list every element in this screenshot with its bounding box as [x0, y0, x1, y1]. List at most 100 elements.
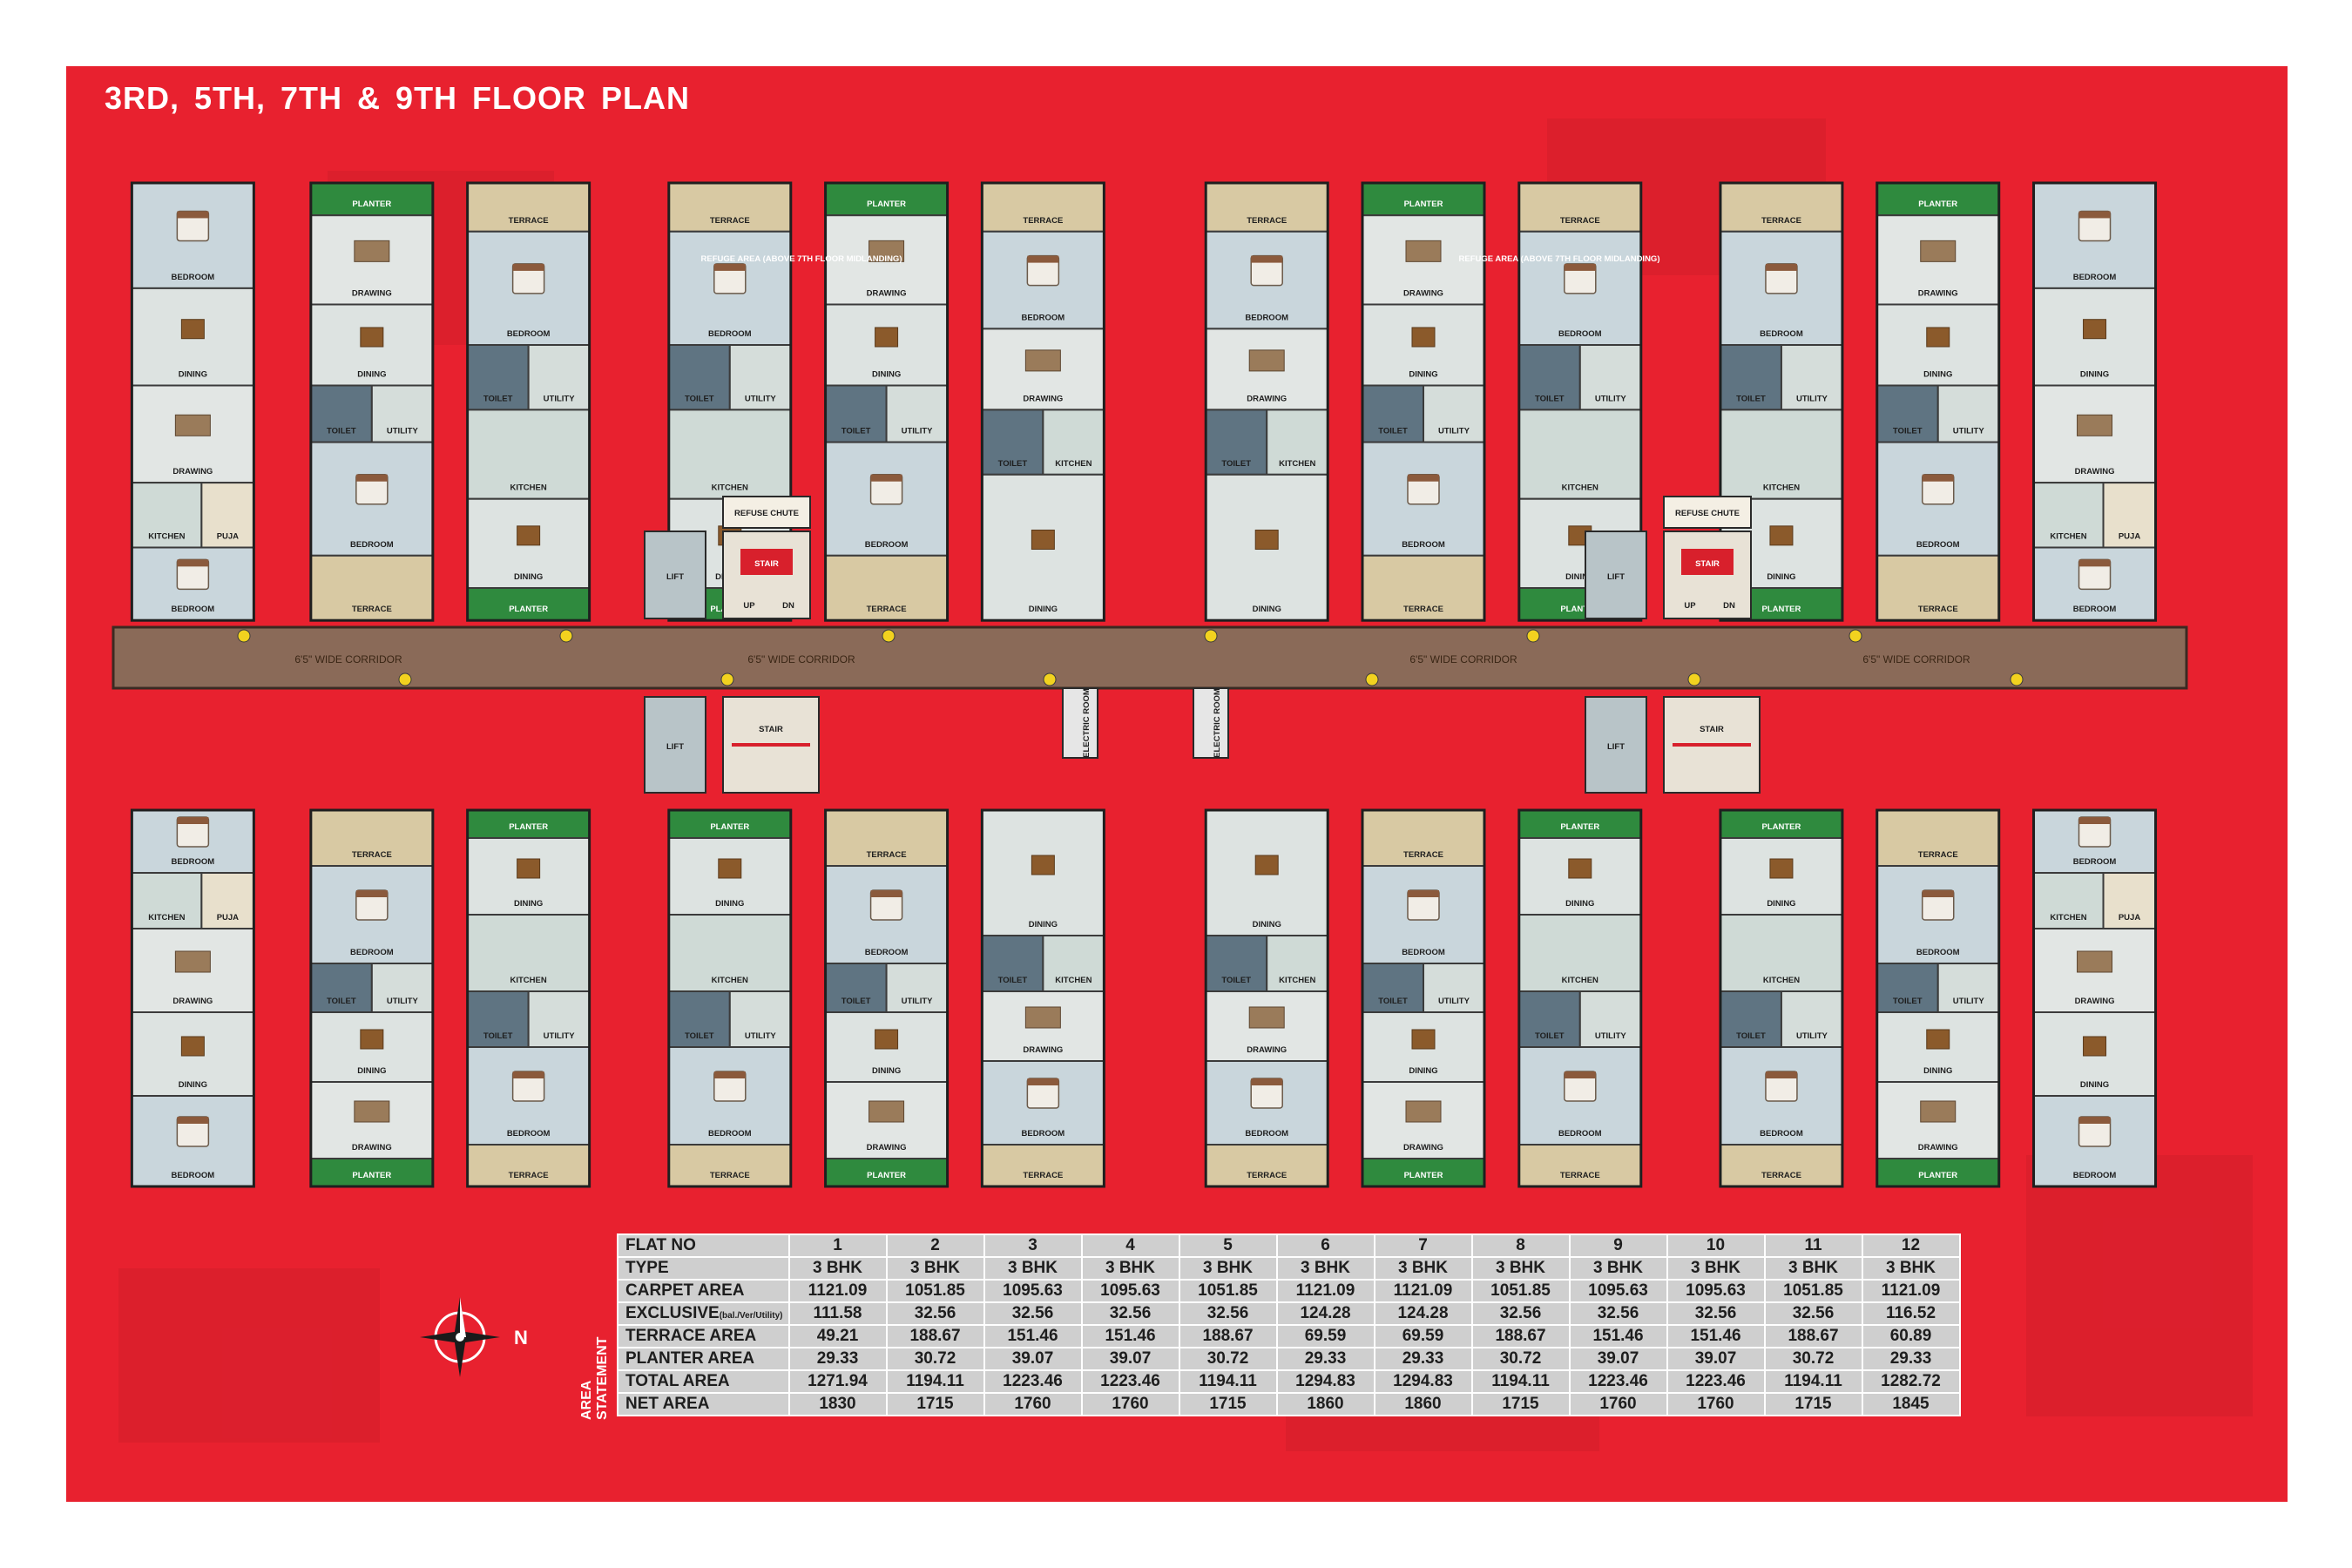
- utility-label: UTILITY: [1796, 394, 1828, 403]
- dining-table-icon: [360, 1029, 384, 1050]
- bedroom-label: BEDROOM: [708, 1129, 752, 1139]
- area-row-label-text: TERRACE AREA: [625, 1327, 757, 1345]
- area-cell: 69.59: [1373, 1324, 1473, 1348]
- kitchen-label: KITCHEN: [148, 532, 185, 542]
- dining-table-icon: [1411, 327, 1436, 348]
- terrace-label: TERRACE: [352, 605, 392, 614]
- terrace-room: [1719, 182, 1843, 233]
- dining-label: DINING: [2080, 1080, 2109, 1090]
- dining-label: DINING: [357, 370, 386, 380]
- drawing-label: DRAWING: [1247, 394, 1287, 403]
- headboard-icon: [355, 890, 388, 897]
- area-row-label-text: FLAT NO: [625, 1236, 696, 1254]
- terrace-label: TERRACE: [509, 1171, 549, 1180]
- drawing-label: DRAWING: [172, 997, 213, 1006]
- utility-room: [527, 990, 591, 1048]
- flat-number-marker: [2010, 672, 2024, 686]
- dining-label: DINING: [1409, 370, 1437, 380]
- bedroom-label: BEDROOM: [865, 948, 909, 957]
- area-row-label: TYPE: [617, 1256, 790, 1281]
- utility-label: UTILITY: [745, 394, 777, 403]
- toilet-label: TOILET: [327, 427, 356, 436]
- area-cell: 1223.46: [1568, 1369, 1668, 1394]
- sofa-icon: [354, 240, 390, 262]
- drawing-label: DRAWING: [2075, 997, 2115, 1006]
- kitchen-label: KITCHEN: [510, 976, 547, 985]
- toilet-room: [309, 384, 373, 443]
- bedroom-label: BEDROOM: [507, 1129, 551, 1139]
- corridor-label: 6'5" WIDE CORRIDOR: [747, 653, 855, 666]
- bedroom-label: BEDROOM: [1022, 1129, 1065, 1139]
- dining-table-icon: [2083, 319, 2107, 340]
- lift: [644, 696, 706, 794]
- lift-label: LIFT: [1607, 742, 1625, 752]
- area-cell: 188.67: [1470, 1324, 1571, 1348]
- stair-up-label: UP: [743, 601, 755, 611]
- utility-label: UTILITY: [1595, 1031, 1627, 1041]
- area-cell: 1194.11: [1178, 1369, 1278, 1394]
- area-cell: 1121.09: [1861, 1279, 1961, 1303]
- area-row-label-text: NET AREA: [625, 1395, 710, 1413]
- sofa-icon: [174, 414, 211, 436]
- flat-number-marker: [1204, 629, 1218, 643]
- area-cell: 3 BHK: [983, 1256, 1083, 1281]
- sofa-icon: [868, 1100, 905, 1123]
- dining-table-icon: [180, 319, 205, 340]
- toilet-room: [1517, 990, 1581, 1048]
- area-cell: 1715: [1763, 1392, 1863, 1416]
- kitchen-label: KITCHEN: [1763, 483, 1800, 493]
- flat-outline: [1517, 181, 1643, 622]
- dining-label: DINING: [179, 1080, 207, 1090]
- bedroom-label: BEDROOM: [1916, 948, 1960, 957]
- bedroom-label: BEDROOM: [2073, 605, 2117, 614]
- drawing-label: DRAWING: [352, 1143, 392, 1152]
- flat-outline: [1361, 181, 1486, 622]
- area-cell: 3 BHK: [1275, 1256, 1375, 1281]
- area-cell: 29.33: [1373, 1347, 1473, 1371]
- sofa-icon: [1405, 1100, 1442, 1123]
- area-cell: 32.56: [1763, 1301, 1863, 1326]
- utility-room: [370, 384, 434, 443]
- flat-outline: [667, 181, 793, 622]
- dining-table-icon: [1568, 858, 1592, 879]
- area-cell: 3 BHK: [1080, 1256, 1180, 1281]
- headboard-icon: [1027, 255, 1059, 263]
- drawing-label: DRAWING: [1918, 1143, 1958, 1152]
- area-row-label-text: CARPET AREA: [625, 1281, 745, 1300]
- lift: [1585, 696, 1647, 794]
- toilet-label: TOILET: [1378, 997, 1408, 1006]
- area-cell: 3: [983, 1233, 1083, 1258]
- area-cell: 39.07: [1080, 1347, 1180, 1371]
- bedroom-label: BEDROOM: [1245, 1129, 1288, 1139]
- toilet-label: TOILET: [1736, 1031, 1766, 1041]
- toilet-label: TOILET: [685, 1031, 714, 1041]
- area-cell: 1095.63: [1568, 1279, 1668, 1303]
- headboard-icon: [713, 1071, 746, 1078]
- toilet-label: TOILET: [1221, 976, 1251, 985]
- bedroom-label: BEDROOM: [350, 948, 394, 957]
- area-cell: 7: [1373, 1233, 1473, 1258]
- flat-number-marker: [882, 629, 896, 643]
- area-cell: 111.58: [787, 1301, 888, 1326]
- bedroom-label: BEDROOM: [1402, 948, 1445, 957]
- terrace-label: TERRACE: [1247, 1171, 1287, 1180]
- area-side-line2: STATEMENT: [595, 1336, 610, 1420]
- headboard-icon: [177, 1117, 209, 1124]
- flat-outline: [130, 808, 255, 1188]
- headboard-icon: [1408, 890, 1439, 897]
- kitchen-label: KITCHEN: [712, 483, 748, 493]
- background-pattern: [2026, 1155, 2253, 1416]
- area-cell: 1271.94: [787, 1369, 888, 1394]
- kitchen-room: [1719, 914, 1843, 992]
- dining-label: DINING: [1029, 920, 1058, 929]
- area-cell: 151.46: [1080, 1324, 1180, 1348]
- electric-room-label: ELECTRIC ROOM: [1082, 688, 1092, 758]
